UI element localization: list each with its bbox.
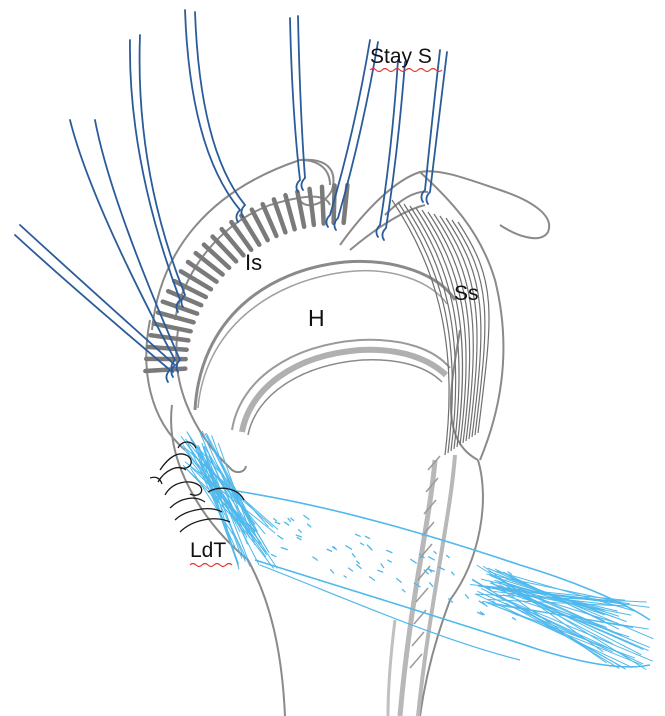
- muscle-fiber: [274, 199, 286, 232]
- tendon-fleck: [313, 557, 318, 561]
- tendon-fleck: [290, 518, 294, 521]
- tendon-fleck: [345, 545, 352, 549]
- spellcheck-underline: [190, 564, 232, 567]
- muscle-fiber: [145, 369, 185, 371]
- tendon-fleck: [284, 522, 289, 526]
- muscle-fiber: [392, 200, 449, 455]
- label-humerus: H: [308, 305, 325, 331]
- tendon-fleck: [296, 535, 302, 537]
- hatch-line: [412, 632, 424, 646]
- tendon-fiber: [477, 565, 647, 670]
- tendon-fleck: [330, 569, 334, 573]
- tendon-fleck: [281, 547, 288, 549]
- tendon-fleck: [410, 559, 416, 563]
- tendon-fleck: [428, 557, 435, 561]
- label-latissimus-dorsi-tendon: LdT: [190, 539, 226, 562]
- tendon-fleck: [367, 545, 371, 550]
- muscle-fiber: [322, 187, 324, 224]
- supraspinatus-outline: [340, 171, 549, 460]
- tendon-fleck: [465, 594, 469, 598]
- suture-strand: [130, 40, 180, 312]
- tendon-fleck: [297, 537, 302, 540]
- label-supraspinatus: Ss: [454, 282, 479, 305]
- tendon-fleck: [451, 572, 454, 575]
- tendon-fleck: [303, 515, 309, 520]
- spellcheck-underline: [370, 69, 442, 72]
- greater-tuberosity: [388, 455, 483, 716]
- tendon-fleck: [355, 534, 361, 537]
- tendon-fleck: [377, 570, 383, 572]
- tendon-fleck: [512, 617, 516, 620]
- tendon-fleck: [307, 524, 311, 527]
- tendon-fleck: [327, 549, 332, 551]
- muscle-fiber: [416, 208, 463, 447]
- tendon-fleck: [360, 543, 364, 545]
- tendon-fleck: [365, 536, 370, 539]
- tendon-fleck: [356, 561, 359, 564]
- tendon-fleck: [344, 576, 347, 578]
- suture-strand: [185, 10, 240, 222]
- hatch-line: [410, 654, 422, 668]
- tendon-fleck: [387, 560, 392, 562]
- tendon-fleck: [352, 553, 355, 557]
- suture-strand: [195, 12, 245, 217]
- tendon-fleck: [298, 529, 301, 532]
- suture-strand: [140, 35, 185, 307]
- latissimus-dorsi-tendon: [181, 431, 654, 670]
- tendon-fleck: [429, 582, 433, 586]
- tendon-fleck: [356, 564, 361, 568]
- tendon-fleck: [369, 576, 375, 580]
- muscle-fiber: [310, 189, 314, 225]
- tendon-fleck: [275, 522, 280, 524]
- suture-strand: [376, 60, 398, 237]
- tendon-fleck: [434, 551, 437, 554]
- tendon-fleck: [396, 578, 401, 582]
- label-infraspinatus: Is: [245, 250, 262, 275]
- tendon-fleck: [271, 554, 276, 557]
- supraspinatus-fibers: [392, 200, 489, 455]
- tendon-fleck: [386, 550, 392, 553]
- humeral-head: [195, 261, 455, 435]
- tendon-fleck: [402, 589, 405, 592]
- label-stay-sutures: Stay S: [370, 45, 432, 68]
- suture-strand: [334, 42, 378, 230]
- tendon-fleck: [277, 535, 283, 539]
- tendon-fleck: [381, 563, 384, 567]
- tendon-fleck: [273, 518, 276, 521]
- tendon-fleck: [446, 555, 450, 558]
- tendon-fleck: [348, 568, 353, 572]
